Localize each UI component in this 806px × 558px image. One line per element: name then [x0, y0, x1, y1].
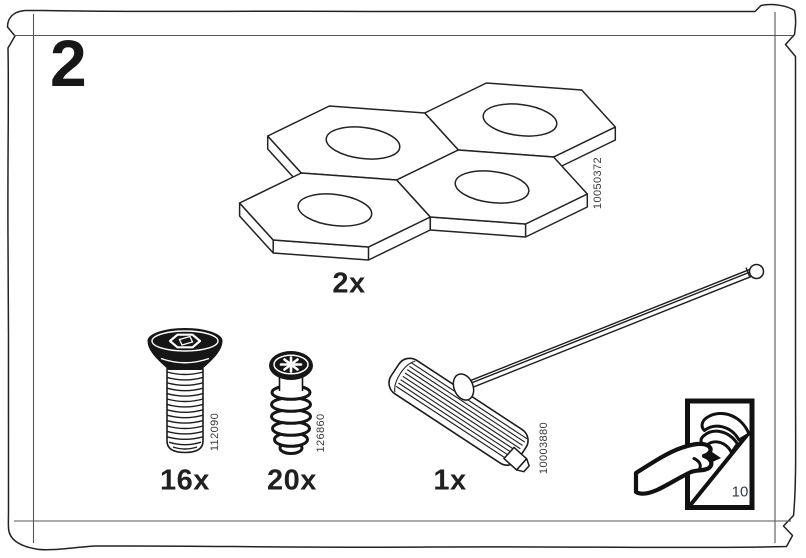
- hex-key-quantity: 1x: [433, 464, 467, 497]
- page-turn-icon: [633, 398, 755, 510]
- panel-quantity: 2x: [332, 267, 366, 300]
- flat-head-screw-article-number: 112090: [209, 412, 221, 452]
- flat-head-screw-quantity: 16x: [160, 464, 210, 497]
- goto-page-number: 10: [731, 483, 749, 501]
- hex-panels-drawing: [238, 82, 617, 261]
- step-number: 2: [50, 26, 87, 100]
- hex-key-article-number: 10003880: [538, 421, 550, 475]
- hex-key-icon: [388, 263, 765, 473]
- pan-head-screw-icon: [269, 351, 313, 455]
- hand-icon: [633, 441, 714, 496]
- pan-head-screw-article-number: 126860: [315, 413, 327, 453]
- inner-frame: [14, 12, 793, 543]
- page-fold-diagonal: [688, 430, 752, 507]
- torn-paper-edge: [6, 3, 797, 551]
- page-curl-back: [700, 412, 751, 442]
- thumb-line: [692, 457, 702, 471]
- panel-article-number: 10050372: [592, 156, 604, 210]
- pan-head-screw-quantity: 20x: [267, 464, 317, 497]
- flat-head-screw-icon: [147, 328, 223, 454]
